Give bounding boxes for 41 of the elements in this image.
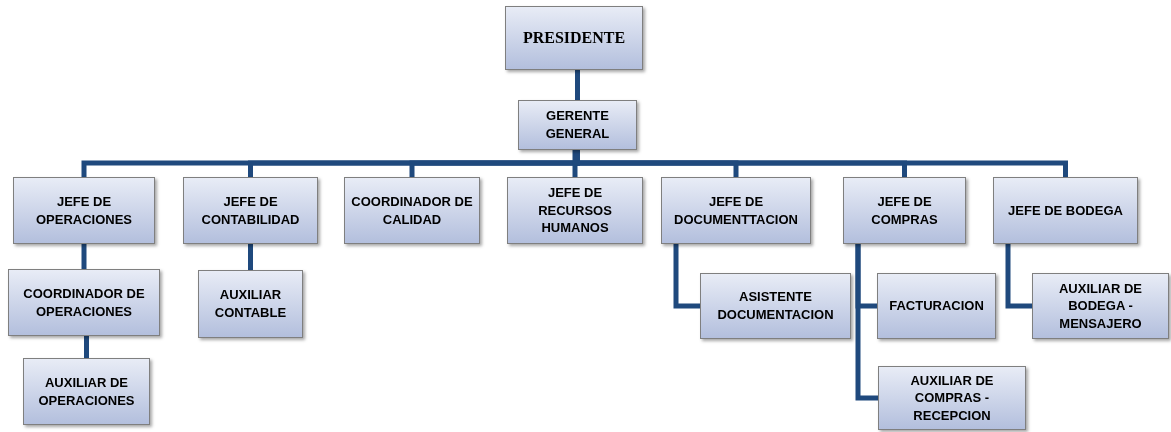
connector-line xyxy=(575,70,580,100)
connector-line xyxy=(1005,244,1032,309)
connector-line xyxy=(81,244,87,269)
position-box xyxy=(13,177,155,244)
position-box xyxy=(8,269,160,336)
position-box xyxy=(993,177,1138,244)
position-box xyxy=(344,177,480,244)
position-title: AUXILIAR CONTABLE xyxy=(213,286,288,322)
position-box xyxy=(23,358,150,425)
position-title: ASISTENTE DOCUMENTACION xyxy=(716,288,835,324)
position-title: COORDINADOR DE CALIDAD xyxy=(350,192,474,229)
connector-line xyxy=(575,150,1068,177)
position-box xyxy=(505,6,643,70)
position-box xyxy=(507,177,643,244)
position-title: JEFE DE OPERACIONES xyxy=(34,192,134,229)
position-title: JEFE DE COMPRAS xyxy=(870,192,939,229)
position-title: JEFE DE CONTABILIDAD xyxy=(200,192,301,229)
position-title: PRESIDENTE xyxy=(522,28,626,49)
position-box xyxy=(518,100,637,150)
position-title: FACTURACION xyxy=(889,297,984,315)
position-title: JEFE DE DOCUMENTTACION xyxy=(673,192,799,229)
connector-line xyxy=(84,336,89,358)
position-box xyxy=(878,366,1026,430)
connector-line xyxy=(673,244,700,309)
position-box xyxy=(700,273,851,339)
position-box xyxy=(877,273,996,339)
position-title: JEFE DE RECURSOS HUMANOS xyxy=(537,184,613,237)
position-box xyxy=(198,270,303,338)
position-box xyxy=(661,177,811,244)
position-title: AUXILIAR DE COMPRAS - RECEPCION xyxy=(909,371,995,425)
position-box xyxy=(183,177,318,244)
position-box xyxy=(1032,273,1169,339)
connector-line xyxy=(855,244,878,401)
position-title: GERENTE GENERAL xyxy=(544,107,611,143)
position-title: JEFE DE BODEGA xyxy=(1008,201,1123,220)
position-title: AUXILIAR DE OPERACIONES xyxy=(37,373,136,410)
connector-line xyxy=(248,244,253,270)
connector-line xyxy=(572,150,578,177)
position-title: AUXILIAR DE BODEGA - MENSAJERO xyxy=(1057,279,1144,333)
position-title: COORDINADOR DE OPERACIONES xyxy=(22,284,146,321)
position-box xyxy=(843,177,966,244)
